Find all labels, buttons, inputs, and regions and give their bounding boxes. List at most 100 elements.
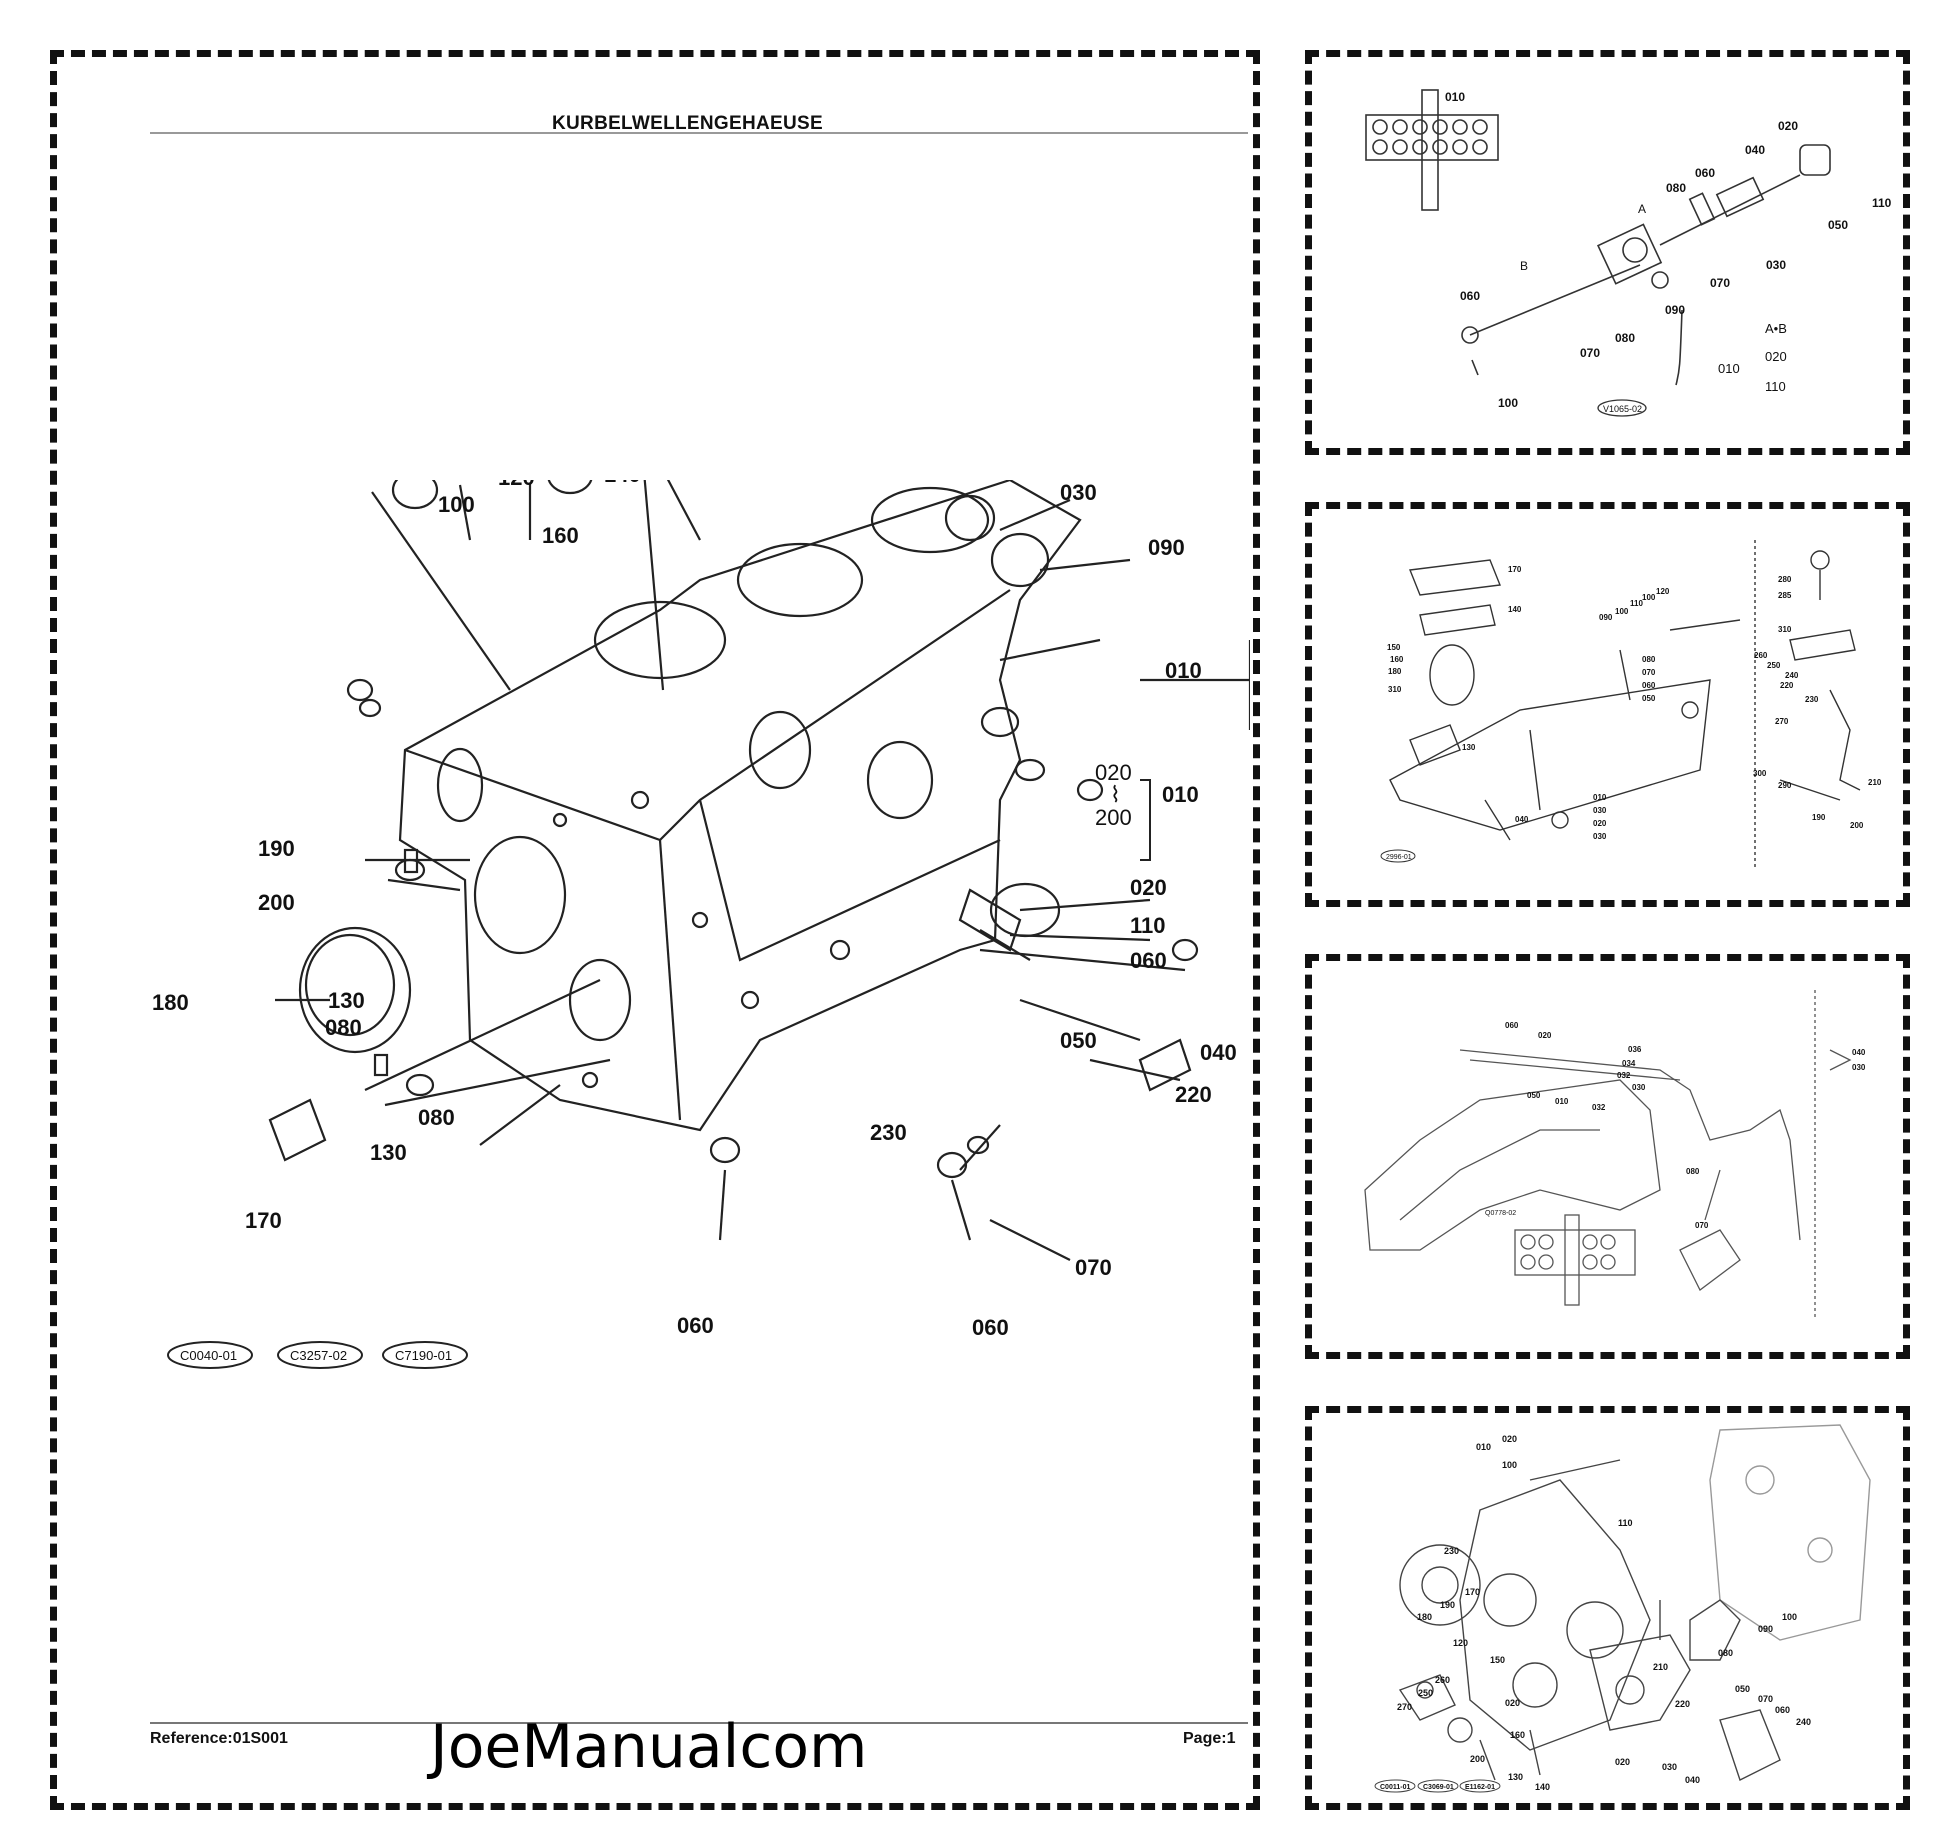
thumbnail-panel-4[interactable] <box>1305 1406 1910 1810</box>
callout: 285 <box>1778 591 1792 600</box>
callout: 070 <box>1695 1221 1709 1230</box>
callout: 080 <box>325 1015 362 1040</box>
callout: 080 <box>1615 331 1635 345</box>
callout: 270 <box>1397 1702 1412 1712</box>
callout: 130 <box>1462 743 1476 752</box>
callout: 060 <box>677 1313 714 1338</box>
callout: 190 <box>258 836 295 861</box>
callout: 150 <box>1490 1655 1505 1665</box>
callout: 210 <box>1653 1662 1668 1672</box>
callout: 160 <box>1510 1730 1525 1740</box>
thumbnail-panel-2[interactable] <box>1305 502 1910 907</box>
callout: 050 <box>1735 1684 1750 1694</box>
callout: 310 <box>1388 685 1402 694</box>
callout: 080 <box>418 1105 455 1130</box>
reference-label: Reference:01S001 <box>150 1730 288 1747</box>
callout: 020 <box>1615 1757 1630 1767</box>
callout: 032 <box>1617 1071 1631 1080</box>
callout: 200 <box>1470 1754 1485 1764</box>
callout: 060 <box>1130 948 1167 973</box>
callout: 270 <box>1775 717 1789 726</box>
callout: 090 <box>1758 1624 1773 1634</box>
pedal-linkage-diagram: 170 140 150 160 180 310 090 100 110 100 … <box>1380 540 1882 870</box>
callout: 040 <box>1515 815 1529 824</box>
callout: 020 <box>1778 119 1798 133</box>
callout: 220 <box>1780 681 1794 690</box>
callout: 070 <box>1642 668 1656 677</box>
callout: 180 <box>1388 667 1402 676</box>
callout: 010 <box>1476 1442 1491 1452</box>
callout: 110 <box>1130 913 1166 938</box>
callout: 160 <box>542 523 579 548</box>
callout: 230 <box>1805 695 1819 704</box>
valve-exploded-diagram: 010 020 040 060 080 A B 110 050 030 070 … <box>1365 89 1892 417</box>
callout: 030 <box>1852 1063 1866 1072</box>
bracket-bottom: 110 <box>1765 379 1786 394</box>
callout: 290 <box>1778 781 1792 790</box>
callout: 020 <box>1593 819 1607 828</box>
thumbnail-panel-1[interactable] <box>1305 50 1910 455</box>
callout: 020 <box>1130 875 1167 900</box>
callout: 060 <box>1460 289 1480 303</box>
callout: 060 <box>1775 1705 1790 1715</box>
hydraulic-hose-diagram: 060 020 036 034 032 030 050 010 032 080 … <box>1364 990 1866 1320</box>
thumbnail-panel-3[interactable] <box>1305 954 1910 1359</box>
callout: 130 <box>328 988 365 1013</box>
callout: 220 <box>1675 1699 1690 1709</box>
bracket-bottom: 200 <box>1095 805 1132 830</box>
figure-ref: C3069-01 <box>1423 1784 1454 1791</box>
callout: 110 <box>1872 196 1892 210</box>
callout: 020 <box>1502 1434 1517 1444</box>
callout: 060 <box>1695 166 1715 180</box>
callout: 100 <box>1502 1460 1517 1470</box>
bracket-top: 020 <box>1765 349 1787 364</box>
callout: 010 <box>1593 793 1607 802</box>
figure-ref: V1065-02 <box>1603 404 1642 414</box>
callout: 090 <box>1665 303 1685 317</box>
callout: 020 <box>1538 1031 1552 1040</box>
callout: 036 <box>1628 1045 1642 1054</box>
callout: 040 <box>1200 1040 1237 1065</box>
crankcase-exploded-diagram: 150 100 120 020 210 140 160 120 110 030 … <box>152 480 1250 1369</box>
callout: 030 <box>1593 806 1607 815</box>
callout: 040 <box>1745 143 1765 157</box>
callout: 020 <box>1505 1698 1520 1708</box>
callout: 060 <box>1505 1021 1519 1030</box>
callout: 100 <box>1615 607 1629 616</box>
callout: 250 <box>1418 1688 1433 1698</box>
bracket-ref: 010 <box>1718 361 1740 376</box>
callout: 130 <box>1508 1772 1523 1782</box>
callout: 070 <box>1075 1255 1112 1280</box>
callout: 170 <box>1465 1587 1480 1597</box>
callout: 150 <box>1387 643 1401 652</box>
callout: 050 <box>1527 1091 1541 1100</box>
figure-ref: C0011-01 <box>1380 1784 1410 1791</box>
callout: 200 <box>1850 821 1864 830</box>
figure-ref: Q0778-02 <box>1485 1210 1516 1217</box>
callout: 140 <box>604 480 641 487</box>
callout: 032 <box>1592 1103 1606 1112</box>
callout: 260 <box>1435 1675 1450 1685</box>
callout: 060 <box>1642 681 1656 690</box>
callout: 030 <box>1766 258 1786 272</box>
callout: 170 <box>245 1208 282 1233</box>
callout: 230 <box>870 1120 907 1145</box>
callout: 010 <box>1555 1097 1569 1106</box>
callout: 070 <box>1580 346 1600 360</box>
callout: 130 <box>370 1140 407 1165</box>
figure-ref: 2996-01 <box>1386 854 1412 861</box>
callout: 120 <box>1656 587 1670 596</box>
main-diagram-panel <box>50 50 1260 1810</box>
callout: 240 <box>1796 1717 1811 1727</box>
callout: 100 <box>438 492 475 517</box>
callout: 190 <box>1812 813 1826 822</box>
callout: 100 <box>1498 396 1518 410</box>
callout: 090 <box>1148 535 1185 560</box>
callout: 080 <box>1718 1648 1733 1658</box>
page-title: KURBELWELLENGEHAEUSE <box>552 113 823 134</box>
callout: 030 <box>1593 832 1607 841</box>
callout: 110 <box>1630 599 1643 608</box>
callout: 050 <box>1642 694 1656 703</box>
callout: 010 <box>1165 658 1202 683</box>
callout: 030 <box>1662 1762 1677 1772</box>
